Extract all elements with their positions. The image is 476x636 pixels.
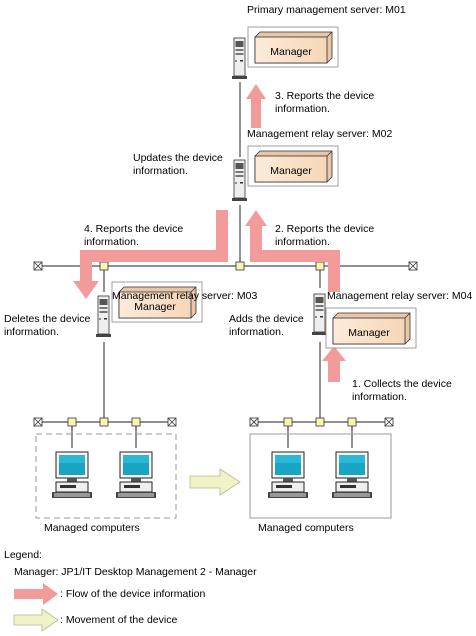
legend-movement-label: : Movement of the device [60, 614, 178, 626]
flow-arrow-step4 [73, 210, 228, 299]
hub-node [347, 417, 357, 427]
flow-arrow-step1 [322, 346, 346, 382]
manager-label: Manager [134, 301, 176, 313]
manager-label: Manager [270, 165, 312, 177]
manager-box-m03: Manager [111, 281, 203, 323]
hub-node [99, 417, 109, 427]
terminator-node [249, 417, 259, 427]
movement-arrow [189, 468, 241, 496]
legend-heading: Legend: [4, 549, 42, 561]
manager-box-m01: Manager [247, 26, 339, 68]
hub-node [315, 417, 325, 427]
legend-flow-label: : Flow of the device information [60, 588, 206, 600]
manager-box-m04: Manager [325, 307, 417, 349]
hub-node [315, 261, 325, 271]
server-tower-m03 [95, 295, 112, 338]
hub-node [131, 417, 141, 427]
relay-m04-note: Adds the device information. [229, 313, 304, 338]
relay-m02-note: Updates the device information. [133, 152, 223, 177]
legend-flow-arrow [14, 583, 58, 605]
terminator-node [33, 261, 43, 271]
hub-node [235, 261, 245, 271]
terminator-node [167, 417, 177, 427]
group-left-label: Managed computers [44, 522, 140, 534]
flow-arrow-step3 [246, 84, 266, 128]
relay-m03-title: Management relay server: M03 [112, 290, 258, 302]
group-right-label: Managed computers [258, 522, 354, 534]
primary-server-title: Primary management server: M01 [247, 4, 406, 16]
hub-node [283, 417, 293, 427]
relay-m04-title: Management relay server: M04 [327, 290, 473, 302]
relay-m02-title: Management relay server: M02 [247, 128, 393, 140]
terminator-node [384, 417, 394, 427]
server-tower-m02 [231, 159, 248, 202]
legend-manager-def: Manager: JP1/IT Desktop Management 2 - M… [14, 566, 257, 578]
group-box-left [35, 433, 177, 519]
step1-label: 1. Collects the device information. [352, 378, 452, 403]
hub-node [99, 261, 109, 271]
manager-label: Manager [348, 327, 390, 339]
step2-label: 2. Reports the device information. [275, 223, 375, 248]
terminator-node [33, 417, 43, 427]
group-box-right [249, 433, 392, 519]
legend-movement-arrow [13, 608, 59, 632]
manager-box-m02: Manager [247, 145, 339, 187]
server-tower-m01 [231, 37, 248, 80]
step3-label: 3. Reports the device information. [275, 90, 375, 115]
relay-m03-note: Deletes the device information. [4, 313, 91, 338]
hub-node [67, 417, 77, 427]
flow-arrow-step2 [245, 210, 340, 292]
managed-pc [267, 451, 309, 499]
server-tower-m04 [311, 293, 328, 336]
managed-pc [115, 451, 157, 499]
terminator-node [408, 261, 418, 271]
managed-pc [51, 451, 93, 499]
step4-label: 4. Reports the device information. [84, 223, 184, 248]
managed-pc [331, 451, 373, 499]
manager-label: Manager [270, 46, 312, 58]
